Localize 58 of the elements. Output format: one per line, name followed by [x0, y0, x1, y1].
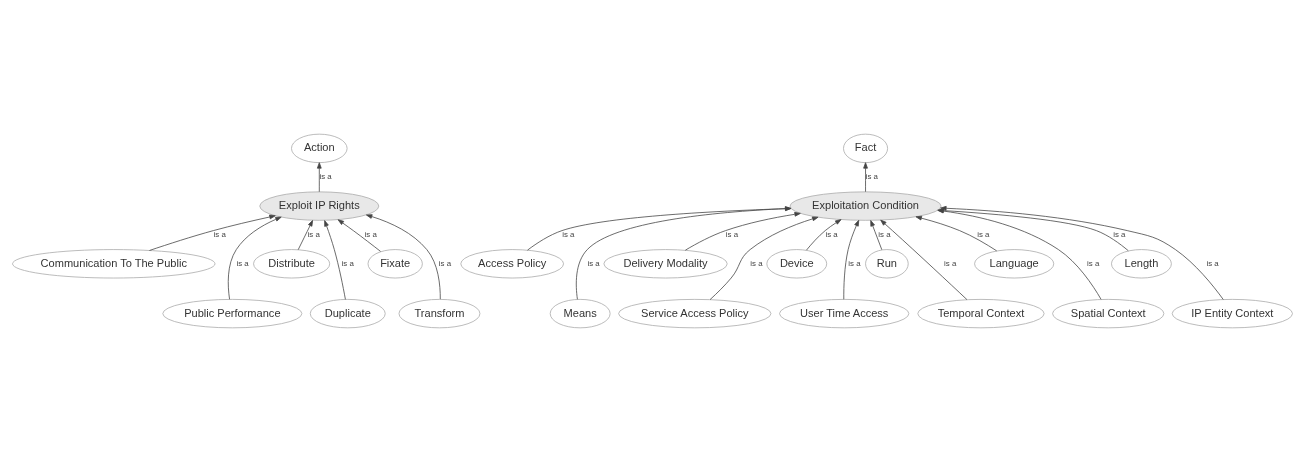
- arrow: [915, 215, 998, 251]
- arrow: [940, 205, 1224, 300]
- edge-label: is a: [438, 258, 452, 268]
- node-ellipse: Device: [766, 248, 828, 278]
- edge-label: is a: [319, 171, 332, 181]
- node-ellipse: Access Policy: [460, 248, 564, 278]
- edge-label: is a: [943, 258, 957, 268]
- edge-label: is a: [341, 258, 354, 268]
- edge-label: is a: [213, 229, 226, 239]
- node-ellipse: Action: [291, 133, 348, 163]
- edge-label: is a: [725, 229, 739, 239]
- node-ellipse: Transform: [398, 298, 481, 328]
- edge-label: is a: [848, 258, 861, 268]
- arrow: [870, 219, 883, 250]
- arrow: [149, 214, 276, 251]
- node-ellipse: Fact: [843, 133, 888, 163]
- arrow: [806, 218, 842, 251]
- node-ellipse: Distribute: [253, 248, 331, 278]
- node-ellipse: Communication To The Public: [12, 248, 216, 278]
- arrow: [337, 218, 381, 252]
- node-ellipse: Delivery Modality: [603, 248, 728, 278]
- edge-label: is a: [562, 229, 575, 239]
- node-ellipse: Service Access Policy: [618, 298, 772, 328]
- edge-label: is a: [236, 258, 249, 268]
- edge-label: is a: [1087, 258, 1100, 268]
- edge-label: is a: [1206, 258, 1219, 268]
- node-ellipse: Public Performance: [162, 298, 303, 328]
- arrow: [575, 205, 792, 300]
- edge-label: is a: [750, 258, 763, 268]
- arrow: [863, 161, 868, 192]
- arrow: [297, 219, 313, 250]
- edge-label: is a: [865, 171, 879, 181]
- node-ellipse: Spatial Context: [1052, 298, 1165, 328]
- arrow: [843, 219, 860, 300]
- node-ellipse: Language: [974, 248, 1055, 278]
- node-ellipse: IP Entity Context: [1171, 298, 1293, 328]
- edge-label: is a: [364, 229, 377, 239]
- edge-label: is a: [825, 229, 838, 239]
- edge-label: is a: [587, 258, 600, 268]
- node-ellipse: Duplicate: [309, 298, 386, 328]
- arrow: [527, 205, 792, 251]
- edge-label: is a: [1113, 229, 1126, 239]
- node-ellipse: Fixate: [367, 248, 423, 278]
- edge-label: is a: [977, 229, 990, 239]
- arrow: [709, 216, 819, 300]
- node-ellipse: Temporal Context: [917, 298, 1045, 328]
- arrow: [684, 211, 801, 251]
- arrow: [366, 213, 441, 300]
- node-ellipse: Run: [865, 248, 909, 278]
- node-ellipse: Length: [1111, 248, 1172, 278]
- arrow: [227, 216, 282, 300]
- arrow: [324, 219, 346, 300]
- node-ellipse: Means: [549, 298, 611, 328]
- edge-label: is a: [878, 229, 891, 239]
- edge-label: is a: [307, 229, 320, 239]
- node-ellipse: User Time Access: [779, 298, 910, 328]
- arrow: [880, 219, 968, 300]
- arrow: [316, 161, 322, 192]
